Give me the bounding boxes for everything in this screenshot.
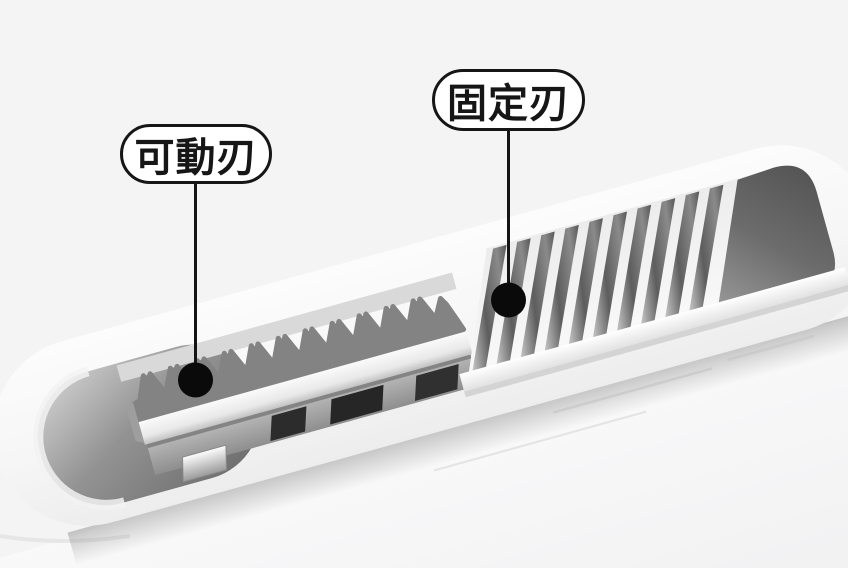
metal-tab (182, 444, 228, 483)
fixed-blade-tooth (614, 204, 652, 344)
callout-leaders (178, 128, 526, 398)
fixed-blade-tooth (687, 184, 724, 324)
fixed-blade-tooth (518, 231, 555, 371)
body-seam (727, 334, 815, 362)
blade-assembly (0, 145, 848, 566)
fixed-blade-tooth (663, 191, 700, 331)
movable-blade (131, 295, 467, 423)
mechanism-opening (414, 364, 459, 402)
blade-guide-band (137, 326, 473, 445)
cavity-inner-highlight (33, 366, 126, 510)
mechanism-opening (330, 384, 384, 425)
blade-bottom-highlight (459, 267, 848, 392)
label-fixed-blade: 固定刃 (432, 69, 585, 131)
body-seam (433, 410, 647, 472)
label-fixed-blade-text: 固定刃 (447, 82, 570, 126)
fixed-blade-tooth (542, 224, 579, 364)
fixed-blade-tooth (470, 244, 507, 384)
fixed-blade-tooth (638, 198, 676, 337)
movable-blade-end-face (125, 402, 145, 443)
inner-wall-band (116, 272, 457, 382)
mid-shelf (146, 354, 480, 476)
leader-dot-fixed (491, 282, 526, 318)
mechanism-opening (270, 406, 307, 442)
label-movable-blade: 可動刃 (120, 124, 272, 184)
leader-dot-movable (178, 362, 213, 398)
body-seam (552, 367, 713, 414)
fixed-blade (470, 165, 836, 384)
fixed-blade-tooth (590, 211, 628, 351)
fixed-blade-base (466, 168, 774, 391)
blade-bottom-shadow (464, 284, 848, 398)
fixed-blade-tooth (566, 218, 603, 357)
mid-shelf-shadow-line (146, 354, 472, 449)
label-movable-blade-text: 可動刃 (134, 136, 258, 180)
